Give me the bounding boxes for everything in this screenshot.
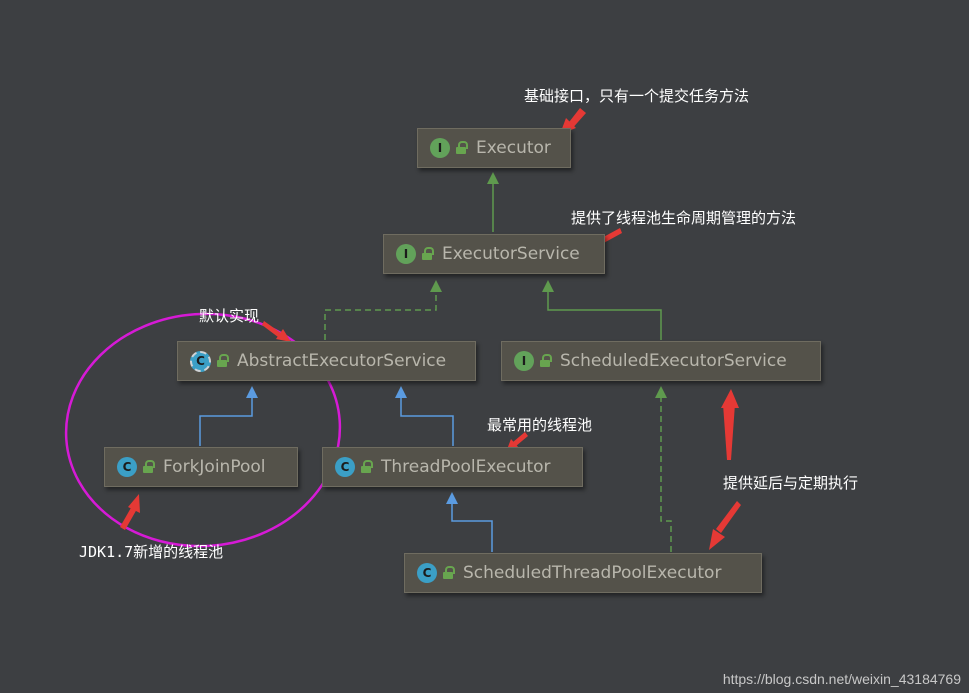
node-fork-join-pool[interactable]: C ForkJoinPool (104, 447, 298, 487)
node-scheduled-executor-service[interactable]: I ScheduledExecutorService (501, 341, 821, 381)
class-badge-icon: C (417, 563, 437, 583)
interface-badge-icon: I (514, 351, 534, 371)
open-lock-icon (456, 141, 468, 155)
note-executor: 基础接口，只有一个提交任务方法 (524, 87, 750, 105)
interface-badge-icon: I (396, 244, 416, 264)
edge-scheduledthreadpoolexecutor-implements-scheduledexecutorservice (655, 386, 672, 552)
abstract-class-badge-icon: C (190, 350, 211, 372)
annotation-arrow-forkjoin (120, 494, 140, 530)
open-lock-icon (361, 460, 373, 474)
note-thread-pool-executor: 最常用的线程池 (487, 416, 593, 434)
edge-forkjoinpool-extends-abstract (199, 386, 258, 446)
edge-scheduledthreadpoolexecutor-extends-threadpoolexecutor (446, 492, 493, 552)
node-executor[interactable]: I Executor (417, 128, 571, 168)
edge-abstract-implements-executorservice (324, 280, 442, 340)
edge-executorservice-to-executor (487, 172, 499, 232)
interface-badge-icon: I (430, 138, 450, 158)
edge-scheduledexecutorservice-to-executorservice (542, 280, 662, 340)
node-thread-pool-executor[interactable]: C ThreadPoolExecutor (322, 447, 583, 487)
node-label: ThreadPoolExecutor (381, 457, 551, 477)
node-abstract-executor-service[interactable]: C AbstractExecutorService (177, 341, 476, 381)
class-badge-icon: C (335, 457, 355, 477)
highlight-ellipse (64, 312, 342, 548)
node-label: ScheduledThreadPoolExecutor (463, 563, 722, 583)
note-scheduled: 提供延后与定期执行 (723, 474, 859, 492)
annotation-arrow-abstract (262, 321, 291, 342)
node-label: ExecutorService (442, 244, 580, 264)
annotation-arrow-scheduled-down (709, 501, 741, 550)
note-fork-join-pool: JDK1.7新增的线程池 (79, 543, 224, 561)
node-scheduled-thread-pool-executor[interactable]: C ScheduledThreadPoolExecutor (404, 553, 762, 593)
node-label: AbstractExecutorService (237, 351, 447, 371)
class-badge-icon: C (117, 457, 137, 477)
annotation-arrow-scheduled-up (721, 389, 739, 460)
node-label: Executor (476, 138, 551, 158)
watermark: https://blog.csdn.net/weixin_43184769 (722, 671, 961, 687)
open-lock-icon (443, 566, 455, 580)
node-executor-service[interactable]: I ExecutorService (383, 234, 605, 274)
edge-threadpoolexecutor-extends-abstract (395, 386, 454, 446)
note-abstract-executor-service: 默认实现 (199, 307, 260, 325)
open-lock-icon (143, 460, 155, 474)
open-lock-icon (540, 354, 552, 368)
open-lock-icon (217, 354, 229, 368)
node-label: ForkJoinPool (163, 457, 266, 477)
open-lock-icon (422, 247, 434, 261)
node-label: ScheduledExecutorService (560, 351, 787, 371)
note-executor-service: 提供了线程池生命周期管理的方法 (571, 209, 797, 227)
